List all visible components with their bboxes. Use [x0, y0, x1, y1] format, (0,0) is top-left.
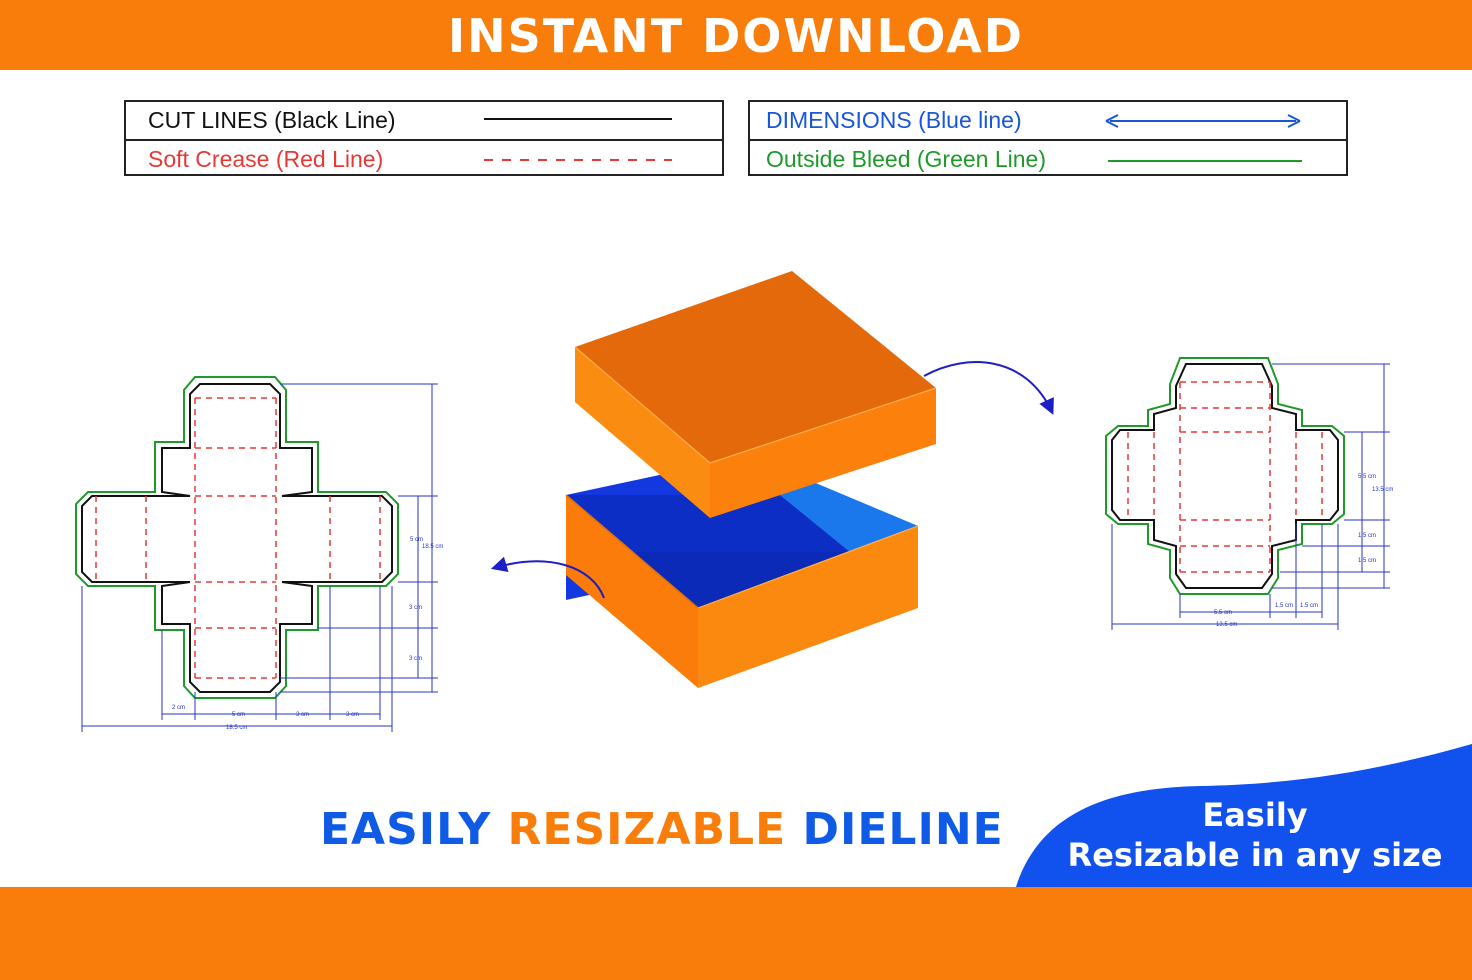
- right-dim-w-55: 5.5 cm: [1214, 610, 1232, 616]
- right-bleed-outline: [1105, 357, 1345, 595]
- badge-line2: Resizable in any size: [1067, 836, 1443, 874]
- right-dim-h-15a: 1.5 cm: [1358, 533, 1376, 539]
- tray-floor: [566, 495, 850, 552]
- right-dim-w-15a: 1.5 cm: [1275, 603, 1293, 609]
- left-dimension-lines: [81, 383, 438, 732]
- left-dim-2cm: 2 cm: [172, 705, 185, 711]
- legend-cut-label: CUT LINES (Black Line): [148, 107, 396, 133]
- resizable-badge-text: Easily Resizable in any size: [1060, 795, 1450, 875]
- right-dim-h-15b: 1.5 cm: [1358, 558, 1376, 564]
- slogan-dieline: DIELINE: [802, 804, 1004, 855]
- left-dim-5cm: 5 cm: [232, 712, 245, 718]
- slogan-resizable: RESIZABLE: [507, 804, 787, 855]
- tray-front-left: [566, 495, 698, 688]
- lid-side-left: [575, 347, 710, 518]
- banner-title: INSTANT DOWNLOAD: [448, 9, 1024, 63]
- arrow-to-left-dieline: [490, 556, 605, 599]
- slogan: EASILY RESIZABLE DIELINE: [320, 802, 1004, 858]
- legend-row-crease: Soft Crease (Red Line): [126, 139, 722, 178]
- badge-line1: Easily: [1202, 796, 1308, 834]
- left-dim-height-total: 18.5 cm: [422, 544, 443, 550]
- tray-inner-right-wall: [780, 468, 918, 552]
- left-dim-3cm-a: 3 cm: [296, 712, 309, 718]
- lid-top: [575, 271, 936, 463]
- tray-front-right: [698, 526, 918, 688]
- dimension-arrow-sample: [1105, 114, 1301, 128]
- bottom-banner: [0, 887, 1472, 980]
- right-dim-w-135: 13.5 cm: [1216, 622, 1237, 628]
- legend-row-cut: CUT LINES (Black Line): [126, 102, 722, 139]
- right-dieline: 5.5 cm 13.5 cm 1.5 cm 1.5 cm 5.5 cm 1.5 …: [1105, 357, 1393, 630]
- bleed-line-sample: [1108, 160, 1302, 162]
- right-dim-h-135: 13.5 cm: [1372, 487, 1393, 493]
- left-dim-width-total: 18.5 cm: [226, 725, 247, 731]
- left-dim-height-3cm-b: 3 cm: [409, 656, 422, 662]
- right-dim-h-55: 5.5 cm: [1358, 474, 1376, 480]
- arrow-to-right-dieline: [923, 361, 1054, 415]
- left-bleed-outline: [75, 376, 399, 699]
- top-banner: [0, 0, 1472, 70]
- box-illustration: [490, 271, 1054, 688]
- cut-line-sample: [484, 118, 672, 120]
- left-dieline: 18.5 cm 2 cm 5 cm 3 cm 3 cm 18.5 cm 5 cm…: [75, 376, 443, 732]
- left-dim-3cm-b: 3 cm: [346, 712, 359, 718]
- legend-row-bleed: Outside Bleed (Green Line): [750, 139, 1346, 178]
- right-dimension-lines: [1111, 363, 1390, 630]
- legend-left: CUT LINES (Black Line) Soft Crease (Red …: [124, 100, 724, 176]
- left-dim-height-5cm: 5 cm: [410, 537, 423, 543]
- slogan-easily: EASILY: [320, 804, 492, 855]
- left-cut-outline: [81, 383, 393, 693]
- right-cut-outline: [1111, 363, 1339, 589]
- resizable-badge-shape: [1016, 744, 1472, 887]
- left-crease-lines: [95, 397, 381, 679]
- legend-dimensions-label: DIMENSIONS (Blue line): [766, 107, 1022, 133]
- legend-right: DIMENSIONS (Blue line) Outside Bleed (Gr…: [748, 100, 1348, 176]
- crease-line-sample: [484, 159, 672, 161]
- right-dim-w-15b: 1.5 cm: [1300, 603, 1318, 609]
- right-crease-lines: [1127, 381, 1323, 573]
- legend-row-dimensions: DIMENSIONS (Blue line): [750, 102, 1346, 139]
- lid-side-right: [710, 388, 936, 518]
- legend-bleed-label: Outside Bleed (Green Line): [766, 146, 1046, 172]
- legend-crease-label: Soft Crease (Red Line): [148, 146, 384, 172]
- left-dim-height-3cm-a: 3 cm: [409, 605, 422, 611]
